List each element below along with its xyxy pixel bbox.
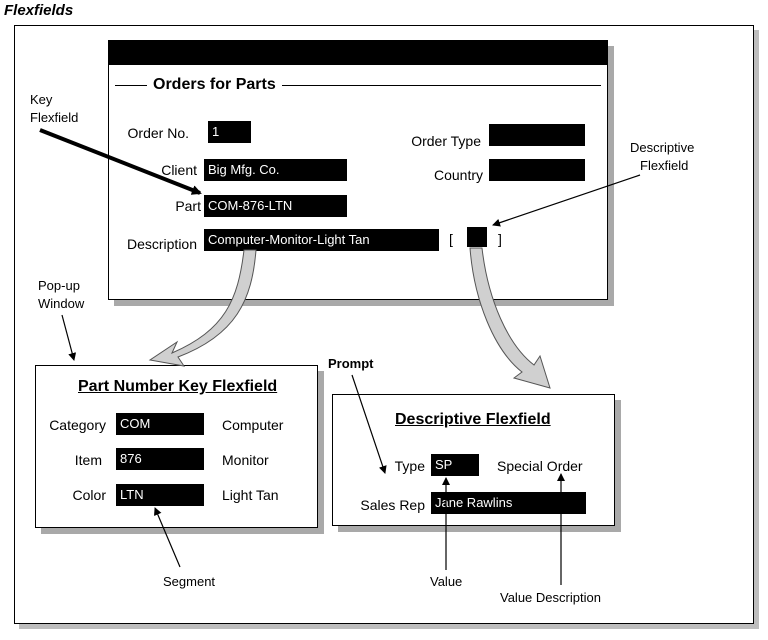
type-description: Special Order xyxy=(497,458,583,474)
segment-arrow xyxy=(154,507,181,568)
category-field[interactable]: COM xyxy=(116,413,204,435)
color-description: Light Tan xyxy=(222,487,279,503)
callout-prompt: Prompt xyxy=(328,356,374,371)
orders-window: Orders for Parts Order No. 1 Client Big … xyxy=(108,40,608,300)
descriptive-flexfield-window: Descriptive Flexfield Type SP Special Or… xyxy=(332,394,615,526)
part-field[interactable]: COM-876-LTN xyxy=(204,195,347,217)
callout-key-flexfield-line2: Flexfield xyxy=(30,110,79,125)
descriptive-title: Descriptive Flexfield xyxy=(395,411,551,428)
order-type-field[interactable] xyxy=(489,124,585,146)
bracket-close: ] xyxy=(498,231,502,247)
descriptive-flexfield-arrow xyxy=(492,174,641,227)
section-divider xyxy=(115,85,601,86)
type-label: Type xyxy=(394,458,425,474)
bracket-to-descriptive-arrow xyxy=(469,247,551,389)
client-field[interactable]: Big Mfg. Co. xyxy=(204,159,347,181)
country-field[interactable] xyxy=(489,159,585,181)
sales-rep-label: Sales Rep xyxy=(360,497,425,513)
category-description: Computer xyxy=(222,417,284,433)
part-label: Part xyxy=(175,198,201,214)
bracket-open: [ xyxy=(449,231,453,247)
description-label: Description xyxy=(126,236,197,252)
item-label: Item xyxy=(74,452,102,468)
order-no-label: Order No. xyxy=(127,125,189,141)
page-title: Flexfields xyxy=(4,2,74,19)
sales-rep-field[interactable]: Jane Rawlins xyxy=(431,492,586,514)
key-flexfield-popup: Part Number Key Flexfield Category COM C… xyxy=(35,365,318,528)
callout-value: Value xyxy=(430,574,463,589)
window-titlebar xyxy=(109,41,607,65)
callout-popup-line2: Window xyxy=(38,296,85,311)
key-flexfield-arrow xyxy=(39,128,202,195)
popup-window-arrow xyxy=(61,314,77,361)
item-field[interactable]: 876 xyxy=(116,448,204,470)
category-label: Category xyxy=(49,417,106,433)
prompt-arrow xyxy=(351,374,387,474)
color-label: Color xyxy=(72,487,106,503)
descriptive-flexfield-field[interactable] xyxy=(467,227,487,247)
order-no-field[interactable]: 1 xyxy=(208,121,251,143)
client-label: Client xyxy=(161,162,197,178)
callout-key-flexfield-line1: Key xyxy=(30,92,53,107)
callout-descriptive-line2: Flexfield xyxy=(640,158,689,173)
callout-popup-line1: Pop-up xyxy=(38,278,80,293)
description-field[interactable]: Computer-Monitor-Light Tan xyxy=(204,229,439,251)
color-field[interactable]: LTN xyxy=(116,484,204,506)
description-to-popup-arrow xyxy=(148,249,257,367)
window-section-title: Orders for Parts xyxy=(147,76,282,94)
order-type-label: Order Type xyxy=(411,133,481,149)
type-field[interactable]: SP xyxy=(431,454,479,476)
callout-segment: Segment xyxy=(163,574,216,589)
popup-title: Part Number Key Flexfield xyxy=(78,378,278,395)
callout-descriptive-line1: Descriptive xyxy=(630,140,695,155)
callout-value-description: Value Description xyxy=(500,590,601,605)
item-description: Monitor xyxy=(222,452,269,468)
country-label: Country xyxy=(433,167,483,183)
